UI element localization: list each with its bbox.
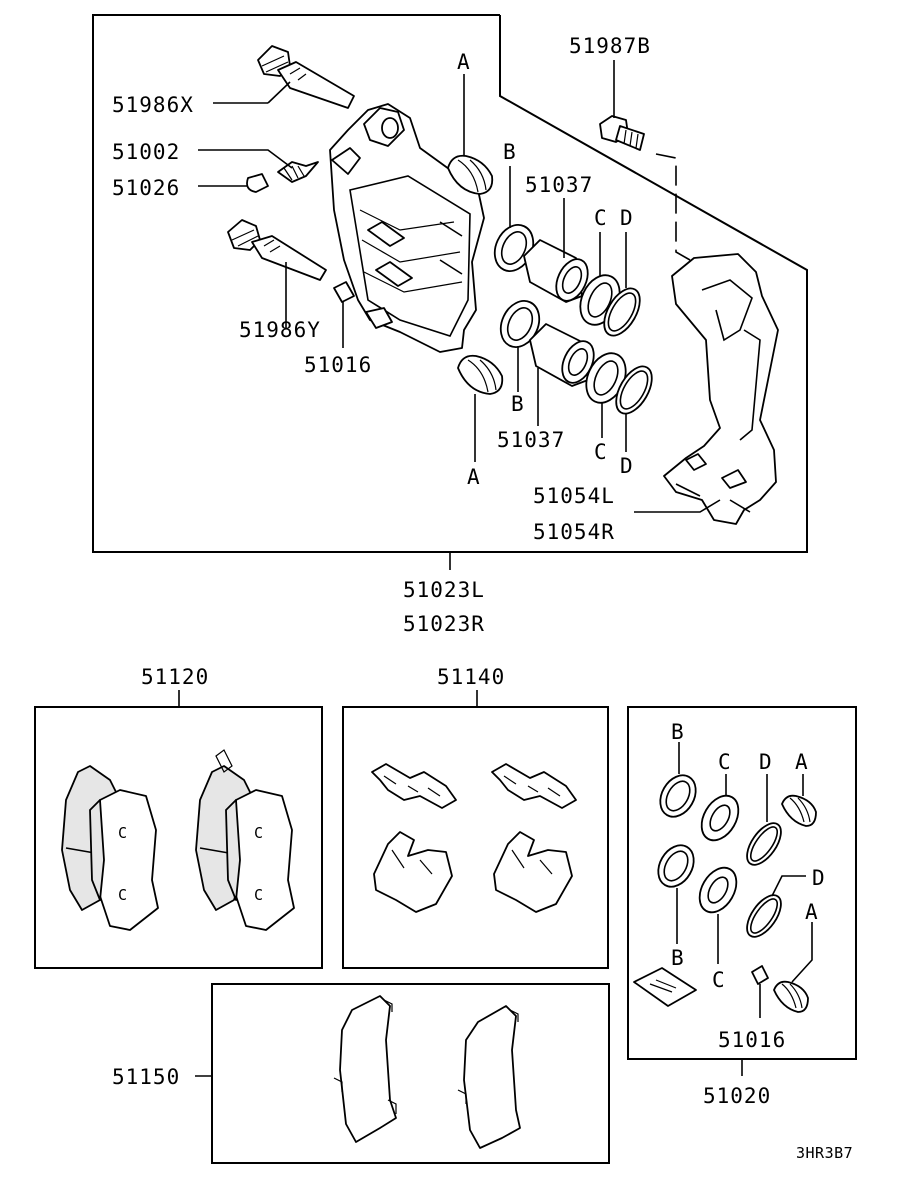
kit-boot-a-lower xyxy=(773,980,809,1013)
label-51054L: 51054L xyxy=(533,484,615,508)
guide-pin-lower xyxy=(227,219,327,281)
letter-c-lower: C xyxy=(594,440,608,464)
ring-d-lower xyxy=(615,365,653,415)
kit-letter-a-lower: A xyxy=(805,900,819,924)
kit-letter-a-upper: A xyxy=(795,750,809,774)
kit-letter-b-lower: B xyxy=(671,946,685,970)
piston-upper xyxy=(523,239,589,303)
caliper-assembly-box xyxy=(92,14,808,553)
kit-pin-bushing xyxy=(751,965,769,985)
label-51150: 51150 xyxy=(112,1065,180,1089)
shim-set-box xyxy=(211,983,610,1164)
anti-squeal-shim-right xyxy=(457,1005,521,1149)
letter-d-upper: D xyxy=(620,206,634,230)
pad-clip-mark-lower-right: C xyxy=(254,886,264,904)
label-51026: 51026 xyxy=(112,176,180,200)
piston-boot-upper xyxy=(447,154,494,195)
letter-b-upper: B xyxy=(503,140,517,164)
kit-ring-d-lower xyxy=(746,894,782,938)
label-51037-upper: 51037 xyxy=(525,173,593,197)
pad-clip-upper-left xyxy=(371,763,457,809)
mounting-bolt xyxy=(599,115,645,151)
label-51986X: 51986X xyxy=(112,93,194,117)
label-51016-kit: 51016 xyxy=(718,1028,786,1052)
diagram-code: 3HR3B7 xyxy=(796,1144,853,1162)
piston-lower xyxy=(529,323,595,387)
letter-a-lower: A xyxy=(467,465,481,489)
bleeder-screw xyxy=(277,161,319,183)
kit-boot-a-upper xyxy=(781,794,817,827)
letter-c-upper: C xyxy=(594,206,608,230)
brake-pad-set-right: C C xyxy=(195,749,295,931)
seal-b-lower xyxy=(499,300,541,348)
clip-set-box xyxy=(342,706,609,969)
pad-spring-lower-right xyxy=(493,831,573,913)
kit-seal-b-lower xyxy=(657,844,695,888)
anti-squeal-shim-left xyxy=(333,995,397,1143)
label-51054R: 51054R xyxy=(533,520,615,544)
brake-pad-set-left: C C xyxy=(61,765,159,931)
letter-d-lower: D xyxy=(620,454,634,478)
kit-seal-c-lower xyxy=(698,866,738,914)
kit-seal-c-upper xyxy=(700,794,740,842)
label-51023R: 51023R xyxy=(403,612,485,636)
caliper-body xyxy=(329,103,485,353)
label-51020: 51020 xyxy=(703,1084,771,1108)
label-51037-lower: 51037 xyxy=(497,428,565,452)
kit-letter-d-lower: D xyxy=(812,866,826,890)
label-51120: 51120 xyxy=(141,665,209,689)
label-51987B: 51987B xyxy=(569,34,651,58)
letter-b-lower: B xyxy=(511,392,525,416)
letter-a-upper: A xyxy=(457,50,471,74)
label-51986Y: 51986Y xyxy=(239,318,321,342)
pad-clip-mark-lower: C xyxy=(118,886,128,904)
kit-ring-d-upper xyxy=(746,822,782,866)
label-51023L: 51023L xyxy=(403,578,485,602)
pin-bushing xyxy=(333,281,355,303)
kit-letter-c-upper: C xyxy=(718,750,732,774)
kit-grease-packet xyxy=(633,967,697,1007)
pad-clip-upper-right xyxy=(491,763,577,809)
ring-d-upper xyxy=(603,287,641,337)
kit-letter-c-lower: C xyxy=(712,968,726,992)
pad-clip-mark-upper: C xyxy=(118,824,128,842)
label-51002: 51002 xyxy=(112,140,180,164)
piston-boot-lower xyxy=(457,354,504,395)
kit-seal-b-upper xyxy=(659,774,697,818)
pad-spring-lower-left xyxy=(373,831,453,913)
caliper-bracket xyxy=(663,253,779,525)
pad-clip-mark-upper-right: C xyxy=(254,824,264,842)
label-51016-main: 51016 xyxy=(304,353,372,377)
kit-letter-d-upper: D xyxy=(759,750,773,774)
label-51140: 51140 xyxy=(437,665,505,689)
kit-letter-b-upper: B xyxy=(671,720,685,744)
bleeder-cap xyxy=(246,173,269,193)
